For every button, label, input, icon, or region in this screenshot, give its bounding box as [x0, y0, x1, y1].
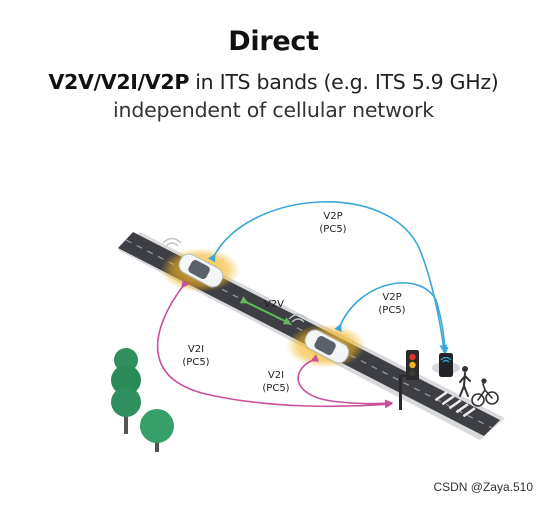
label-v2i-left-sub: (PC5) — [182, 357, 209, 368]
crosswalk — [434, 391, 476, 418]
bicycle-icon — [471, 378, 499, 407]
smartphone-icon — [432, 353, 460, 377]
pedestrian-icon — [459, 366, 471, 397]
label-v2p-top-sub: (PC5) — [319, 224, 346, 235]
label-v2i-mid-sub: (PC5) — [262, 383, 289, 394]
label-v2p-right: V2P — [382, 292, 401, 303]
label-v2i-mid: V2I — [268, 370, 284, 381]
diagram-subtitle-line2: independent of cellular network — [113, 98, 434, 122]
subtitle-rest: in ITS bands (e.g. ITS 5.9 GHz) — [189, 70, 499, 94]
label-v2p-top: V2P — [323, 211, 342, 222]
v2p-arrow-top — [208, 201, 448, 353]
trees-icon — [111, 348, 174, 452]
diagram-subtitle: V2V/V2I/V2P in ITS bands (e.g. ITS 5.9 G… — [0, 70, 547, 94]
traffic-light-icon — [399, 350, 419, 410]
label-v2i-left: V2I — [188, 344, 204, 355]
diagram-title: Direct — [228, 26, 319, 57]
label-v2p-right-sub: (PC5) — [378, 305, 405, 316]
v2i-arrow-mid — [297, 354, 393, 408]
label-v2v: V2V — [264, 299, 284, 310]
subtitle-bold: V2V/V2I/V2P — [48, 70, 190, 94]
car-top — [160, 237, 240, 292]
wifi-icon-car-top — [162, 237, 182, 247]
watermark: CSDN @Zaya.510 — [433, 480, 533, 494]
